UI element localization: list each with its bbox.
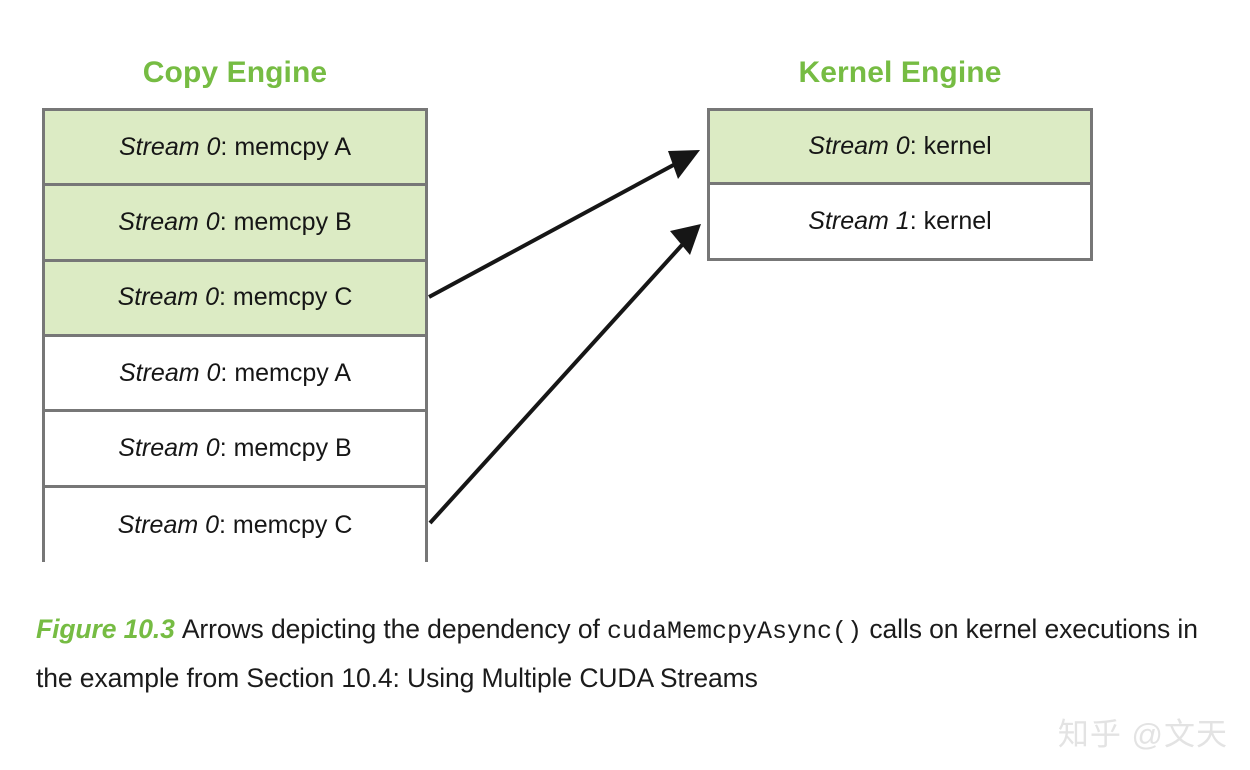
copy-engine-row-6: Stream 0: memcpy C: [45, 487, 425, 563]
queue-row-label: Stream 0: memcpy C: [118, 511, 353, 540]
operation-label: : memcpy C: [219, 510, 353, 539]
kernel-engine-title: Kernel Engine: [798, 56, 1002, 89]
copy-engine-row-2: Stream 0: memcpy B: [45, 186, 425, 262]
arrow-head-icon: [670, 224, 701, 255]
kernel-engine-row-2: Stream 1: kernel: [710, 184, 1090, 258]
copy-engine-row-5: Stream 0: memcpy B: [45, 412, 425, 488]
queue-row-label: Stream 0: memcpy A: [119, 133, 351, 162]
copy-engine-row-1: Stream 0: memcpy A: [45, 111, 425, 187]
operation-label: : kernel: [909, 131, 992, 160]
figure-number-label: Figure 10.3: [36, 614, 175, 644]
operation-label: : memcpy A: [220, 358, 352, 387]
operation-label: : memcpy B: [219, 433, 352, 462]
stream-label: Stream 1: [808, 206, 910, 235]
arrow-head-icon: [668, 150, 700, 179]
copy-engine-queue: Stream 0: memcpy A Stream 0: memcpy B St…: [42, 108, 428, 563]
copy-engine-title: Copy Engine: [142, 56, 328, 89]
queue-row-label: Stream 0: kernel: [808, 132, 991, 161]
queue-row-label: Stream 0: memcpy B: [118, 434, 351, 463]
arrow-line: [428, 160, 680, 299]
dependency-arrow-1: [428, 150, 700, 299]
copy-engine-row-4: Stream 0: memcpy A: [45, 336, 425, 413]
operation-label: : memcpy B: [219, 207, 352, 236]
stream-label: Stream 0: [118, 358, 221, 387]
stream-label: Stream 0: [118, 207, 220, 236]
queue-row-label: Stream 0: memcpy B: [118, 208, 351, 237]
stream-label: Stream 0: [117, 510, 220, 539]
copy-engine-row-3: Stream 0: memcpy C: [45, 261, 425, 337]
queue-row-label: Stream 0: memcpy A: [119, 359, 351, 388]
stream-label: Stream 0: [118, 132, 221, 161]
stream-label: Stream 0: [117, 283, 220, 312]
kernel-engine-row-1: Stream 0: kernel: [710, 111, 1090, 185]
dependency-arrow-2: [428, 224, 701, 525]
kernel-engine-queue: Stream 0: kernel Stream 1: kernel: [707, 108, 1093, 261]
operation-label: : memcpy C: [219, 283, 353, 312]
caption-text-before-code: Arrows depicting the dependency of: [181, 614, 608, 644]
queue-row-label: Stream 0: memcpy C: [118, 283, 353, 312]
watermark: 知乎 @文天: [1057, 717, 1228, 752]
caption-text-after-code: calls on kernel executions in the exampl…: [36, 614, 1198, 693]
operation-label: : memcpy A: [220, 132, 352, 161]
caption-code-token: cudaMemcpyAsync(): [607, 617, 863, 646]
stream-label: Stream 0: [118, 433, 220, 462]
queue-row-label: Stream 1: kernel: [808, 207, 991, 236]
arrow-line: [428, 243, 684, 525]
stream-label: Stream 0: [808, 131, 910, 160]
operation-label: : kernel: [909, 206, 992, 235]
